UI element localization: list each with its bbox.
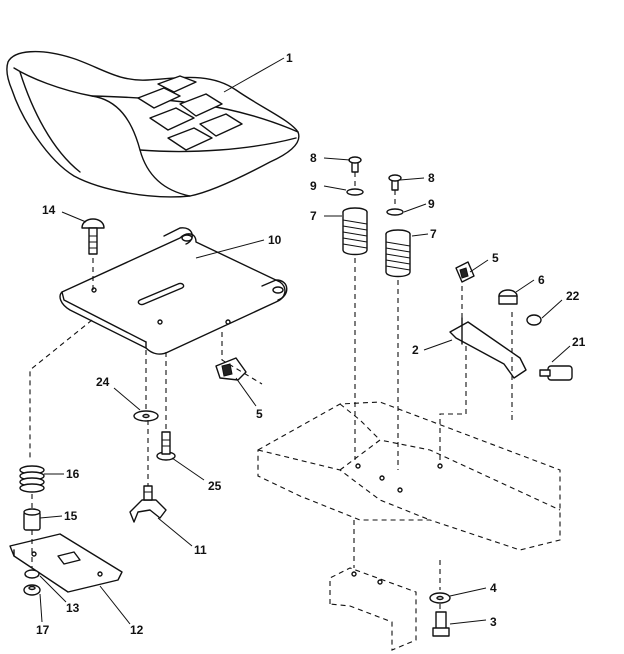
callout-5-left: 5 bbox=[256, 407, 263, 421]
spring-column-left bbox=[342, 156, 368, 256]
callout-9-left: 9 bbox=[310, 179, 317, 193]
callout-labels: 1 8 8 9 9 7 7 14 10 5 6 22 2 21 24 5 16 … bbox=[36, 51, 586, 637]
callout-11: 11 bbox=[194, 543, 207, 557]
hardware-part-left bbox=[215, 357, 247, 381]
callout-24: 24 bbox=[96, 375, 110, 389]
callout-1: 1 bbox=[286, 51, 293, 65]
bushing-part-15 bbox=[23, 508, 41, 531]
callout-21: 21 bbox=[572, 335, 586, 349]
callout-16: 16 bbox=[66, 467, 80, 481]
hardware-part-right bbox=[455, 261, 475, 283]
callout-4: 4 bbox=[490, 581, 497, 595]
callout-10: 10 bbox=[268, 233, 282, 247]
callout-17: 17 bbox=[36, 623, 50, 637]
callout-3: 3 bbox=[490, 615, 497, 629]
bracket-part-2 bbox=[449, 317, 527, 379]
nut-part-6 bbox=[498, 289, 518, 305]
locknut-part-17 bbox=[23, 584, 41, 596]
callout-8-left: 8 bbox=[310, 151, 317, 165]
callout-9-right: 9 bbox=[428, 197, 435, 211]
leader-lines bbox=[39, 57, 571, 625]
seat-part bbox=[6, 50, 300, 198]
callout-13: 13 bbox=[66, 601, 80, 615]
callout-22: 22 bbox=[566, 289, 580, 303]
carriage-bolt-part bbox=[81, 218, 105, 255]
bolt-part-25 bbox=[156, 431, 176, 461]
callout-8-right: 8 bbox=[428, 171, 435, 185]
callout-25: 25 bbox=[208, 479, 222, 493]
mounting-deck-outline bbox=[257, 401, 561, 551]
callout-2: 2 bbox=[412, 343, 419, 357]
assembly-guide-lines bbox=[29, 172, 513, 612]
washer-part-22 bbox=[526, 314, 542, 326]
callout-14: 14 bbox=[42, 203, 56, 217]
knob-part-11 bbox=[129, 485, 167, 523]
washer-part-4 bbox=[429, 592, 451, 604]
spring-part-16 bbox=[19, 465, 45, 493]
callout-5-right: 5 bbox=[492, 251, 499, 265]
seat-pan-part bbox=[59, 227, 288, 355]
callout-15: 15 bbox=[64, 509, 78, 523]
callout-6: 6 bbox=[538, 273, 545, 287]
callout-7-right: 7 bbox=[430, 227, 437, 241]
bottom-bracket-outline bbox=[329, 567, 417, 651]
callout-12: 12 bbox=[130, 623, 144, 637]
washer-part-24 bbox=[133, 410, 159, 422]
spring-column-right bbox=[385, 174, 411, 278]
knob-part-21 bbox=[539, 365, 573, 381]
callout-7-left: 7 bbox=[310, 209, 317, 223]
nut-part-13 bbox=[24, 569, 40, 579]
bolt-part-3 bbox=[432, 611, 450, 637]
plate-part-12 bbox=[9, 533, 123, 593]
